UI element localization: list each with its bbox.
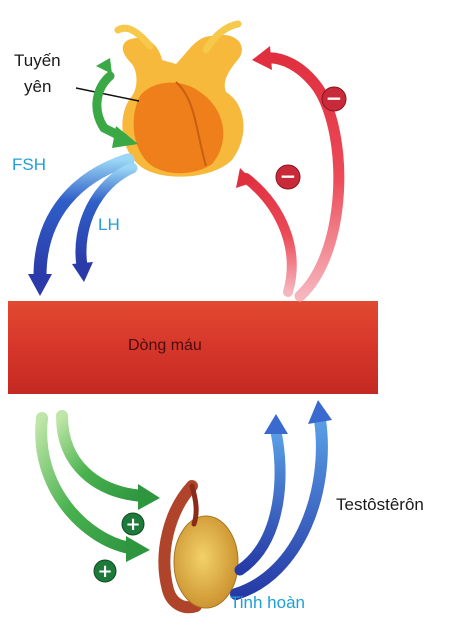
label-lh: LH [98, 216, 120, 233]
minus-circle-lower: − [276, 164, 300, 189]
testosterone-arrow-inner [240, 414, 288, 570]
testis [164, 486, 238, 608]
plus-circle-upper: + [122, 513, 144, 535]
minus-sign-upper: − [326, 86, 343, 110]
minus-sign-lower: − [280, 164, 297, 188]
label-bloodstream: Dòng máu [128, 338, 202, 354]
label-pituitary-line1: Tuyến [14, 52, 61, 69]
label-fsh: FSH [12, 156, 46, 173]
plus-sign-lower: + [97, 561, 112, 582]
pituitary-pointer-line [76, 88, 139, 101]
plus-circle-lower: + [94, 560, 116, 582]
label-testis: Tinh hoàn [230, 594, 305, 611]
plus-sign-upper: + [125, 514, 140, 535]
label-testosterone: Testôstêrôn [336, 496, 424, 513]
green-arrow-fsh-to-testis [62, 416, 160, 510]
minus-circle-upper: − [322, 86, 346, 111]
label-pituitary-line2: yên [24, 78, 51, 95]
